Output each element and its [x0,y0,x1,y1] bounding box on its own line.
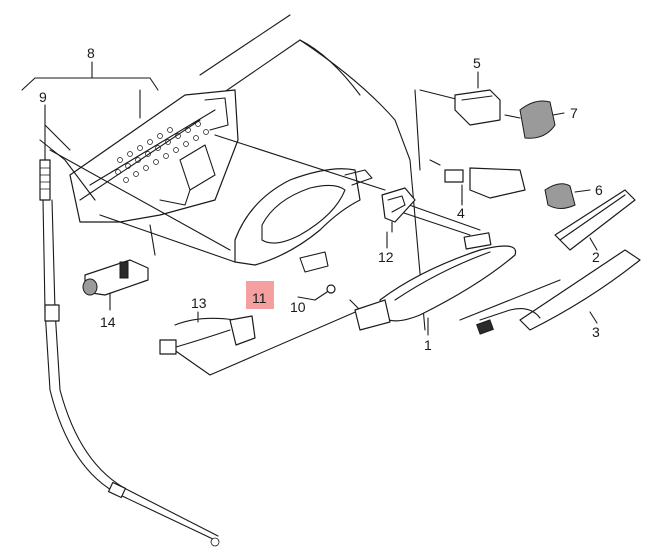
label-3: 3 [592,324,600,340]
handle-trim-cover [234,168,373,273]
lock-carrier [69,89,239,223]
handle-cover-3 [476,249,641,335]
label-12: 12 [378,249,394,265]
label-10: 10 [290,299,306,315]
callout-labels: 8 9 5 7 4 6 12 2 14 11 10 13 3 1 [39,45,603,353]
bowden-cable [39,104,220,547]
lock-cylinder-4 [444,167,526,206]
sensor-13 [159,311,256,355]
label-9: 9 [39,89,47,105]
label-13: 13 [191,295,207,311]
connector-14 [82,224,156,311]
label-14: 14 [100,314,116,330]
label-1: 1 [424,337,432,353]
door-panel [139,14,426,331]
bracket-12 [381,187,416,233]
label-4: 4 [457,205,465,221]
lock-cylinder-5 [454,71,501,126]
label-6: 6 [595,182,603,198]
handle-cover-2 [554,189,636,251]
door-handle-1 [354,232,517,331]
label-7: 7 [570,105,578,121]
assembly-lines [49,89,561,376]
label-5: 5 [473,55,481,71]
label-8: 8 [87,45,95,61]
group-bracket-8 [21,61,159,119]
screw-10 [314,284,336,301]
label-11: 11 [252,290,267,306]
cap-7 [504,100,556,139]
label-2: 2 [592,249,600,265]
leader-lines [297,112,598,336]
cap-6 [544,183,576,209]
highlight-box-11 [246,281,274,309]
